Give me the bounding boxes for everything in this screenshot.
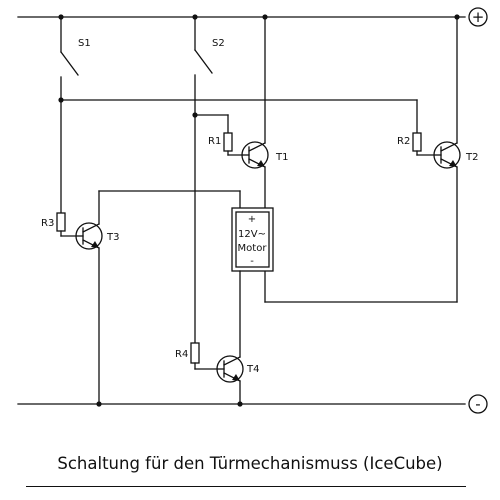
positive-terminal: + — [468, 7, 488, 27]
resistor-r2-label: R2 — [397, 136, 410, 147]
motor-name: Motor — [238, 243, 268, 254]
switch-s2: S2 — [194, 16, 225, 116]
transistor-t1-label: T1 — [275, 152, 288, 163]
resistor-r2 — [412, 132, 422, 152]
resistor-r3-label: R3 — [41, 218, 54, 229]
motor-minus: - — [250, 256, 254, 267]
svg-text:+: + — [472, 8, 485, 26]
resistor-r1-label: R1 — [208, 136, 221, 147]
resistor-r3 — [56, 212, 66, 232]
negative-terminal: - — [468, 394, 488, 414]
transistor-t3: T3 — [75, 222, 119, 250]
switch-s2-label: S2 — [212, 38, 225, 49]
motor-voltage: 12V~ — [238, 229, 266, 240]
resistor-r1 — [223, 132, 233, 152]
transistor-t4-label: T4 — [246, 364, 259, 375]
transistor-t4: T4 — [216, 355, 259, 383]
junction-dots — [58, 14, 460, 407]
resistor-r4-label: R4 — [175, 349, 188, 360]
transistor-t3-label: T3 — [106, 232, 119, 243]
motor: + 12V~ Motor - — [231, 207, 274, 272]
transistor-t2-label: T2 — [465, 152, 478, 163]
transistor-t2: T2 — [433, 141, 478, 169]
resistor-r4 — [190, 342, 200, 364]
switch-s1-label: S1 — [78, 38, 91, 49]
switch-s1: S1 — [60, 16, 91, 101]
caption-underline — [26, 486, 466, 487]
motor-plus: + — [248, 214, 256, 225]
transistor-t1: T1 — [241, 141, 288, 169]
svg-text:-: - — [475, 395, 480, 413]
diagram-caption: Schaltung für den Türmechanismuss (IceCu… — [57, 454, 443, 473]
